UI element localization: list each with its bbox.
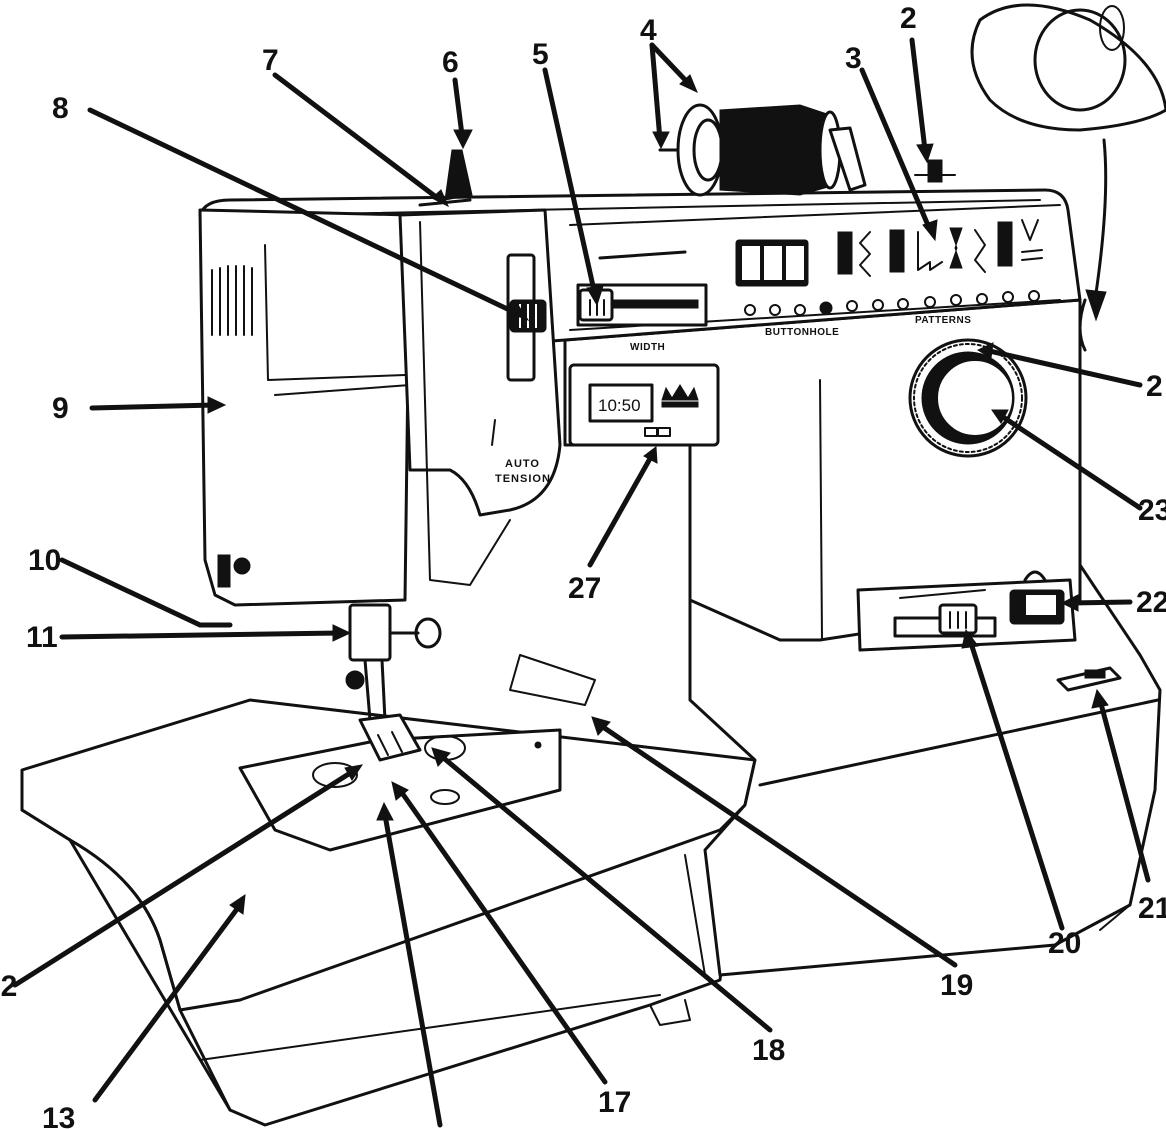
bobbin-winder[interactable] [914,159,956,183]
callout-18: 18 [752,1034,785,1067]
callout-21: 21 [1138,892,1166,925]
width-stitch-preview [598,250,687,260]
feed-lever[interactable] [1056,666,1122,692]
callout-10: 10 [28,544,61,577]
width-label: WIDTH [630,342,665,353]
tension-dial[interactable] [509,299,547,333]
callout-4: 4 [640,14,657,47]
leader-lines [12,37,1151,1128]
clock-unit: 10:50 [568,363,720,447]
callout-2: 2 [900,2,917,35]
reverse-button[interactable] [1009,570,1065,625]
callout-9: 9 [52,392,69,425]
lamp-switch [217,554,231,588]
length-slider[interactable] [938,603,978,635]
pattern-symbols [837,219,1043,277]
lamp-socket [233,557,251,575]
auto-label: AUTO [505,458,540,470]
stitch-panel: WIDTH BUTTONHOLE PATTERNS [569,204,1061,353]
crown-logo [661,384,699,408]
pattern-dial[interactable] [908,338,1028,458]
presser-bar-screw [414,617,442,649]
callout-17: 17 [598,1086,631,1119]
handwheel[interactable] [970,3,1166,352]
callout-12: 12 [0,970,17,1003]
face-plate [198,208,412,607]
tension-label: TENSION [495,473,551,485]
vent-slots [211,265,253,336]
length-panel [856,570,1077,652]
callout-27: 27 [568,572,601,605]
callout-24: 2 [1146,370,1163,403]
callout-19: 19 [940,969,973,1002]
callout-23: 23 [1138,494,1166,527]
callout-22: 22 [1136,586,1166,619]
callout-13: 13 [42,1102,75,1129]
needle-clamp-screw [345,670,365,690]
tension-housing: AUTO TENSION [398,208,562,586]
clock-display: 10:50 [598,396,641,415]
buttonhole-label: BUTTONHOLE [765,327,839,338]
callout-3: 3 [845,42,862,75]
buttonhole-selector[interactable] [735,239,809,287]
callout-11: 11 [26,621,58,654]
callout-8: 8 [52,92,69,125]
patterns-label: PATTERNS [915,315,971,326]
callout-20: 20 [1048,927,1081,960]
spool-holder[interactable] [658,103,867,197]
callout-5: 5 [532,38,549,71]
selector-dots[interactable] [744,290,1040,316]
callout-7: 7 [262,44,279,77]
callout-6: 6 [442,46,459,79]
